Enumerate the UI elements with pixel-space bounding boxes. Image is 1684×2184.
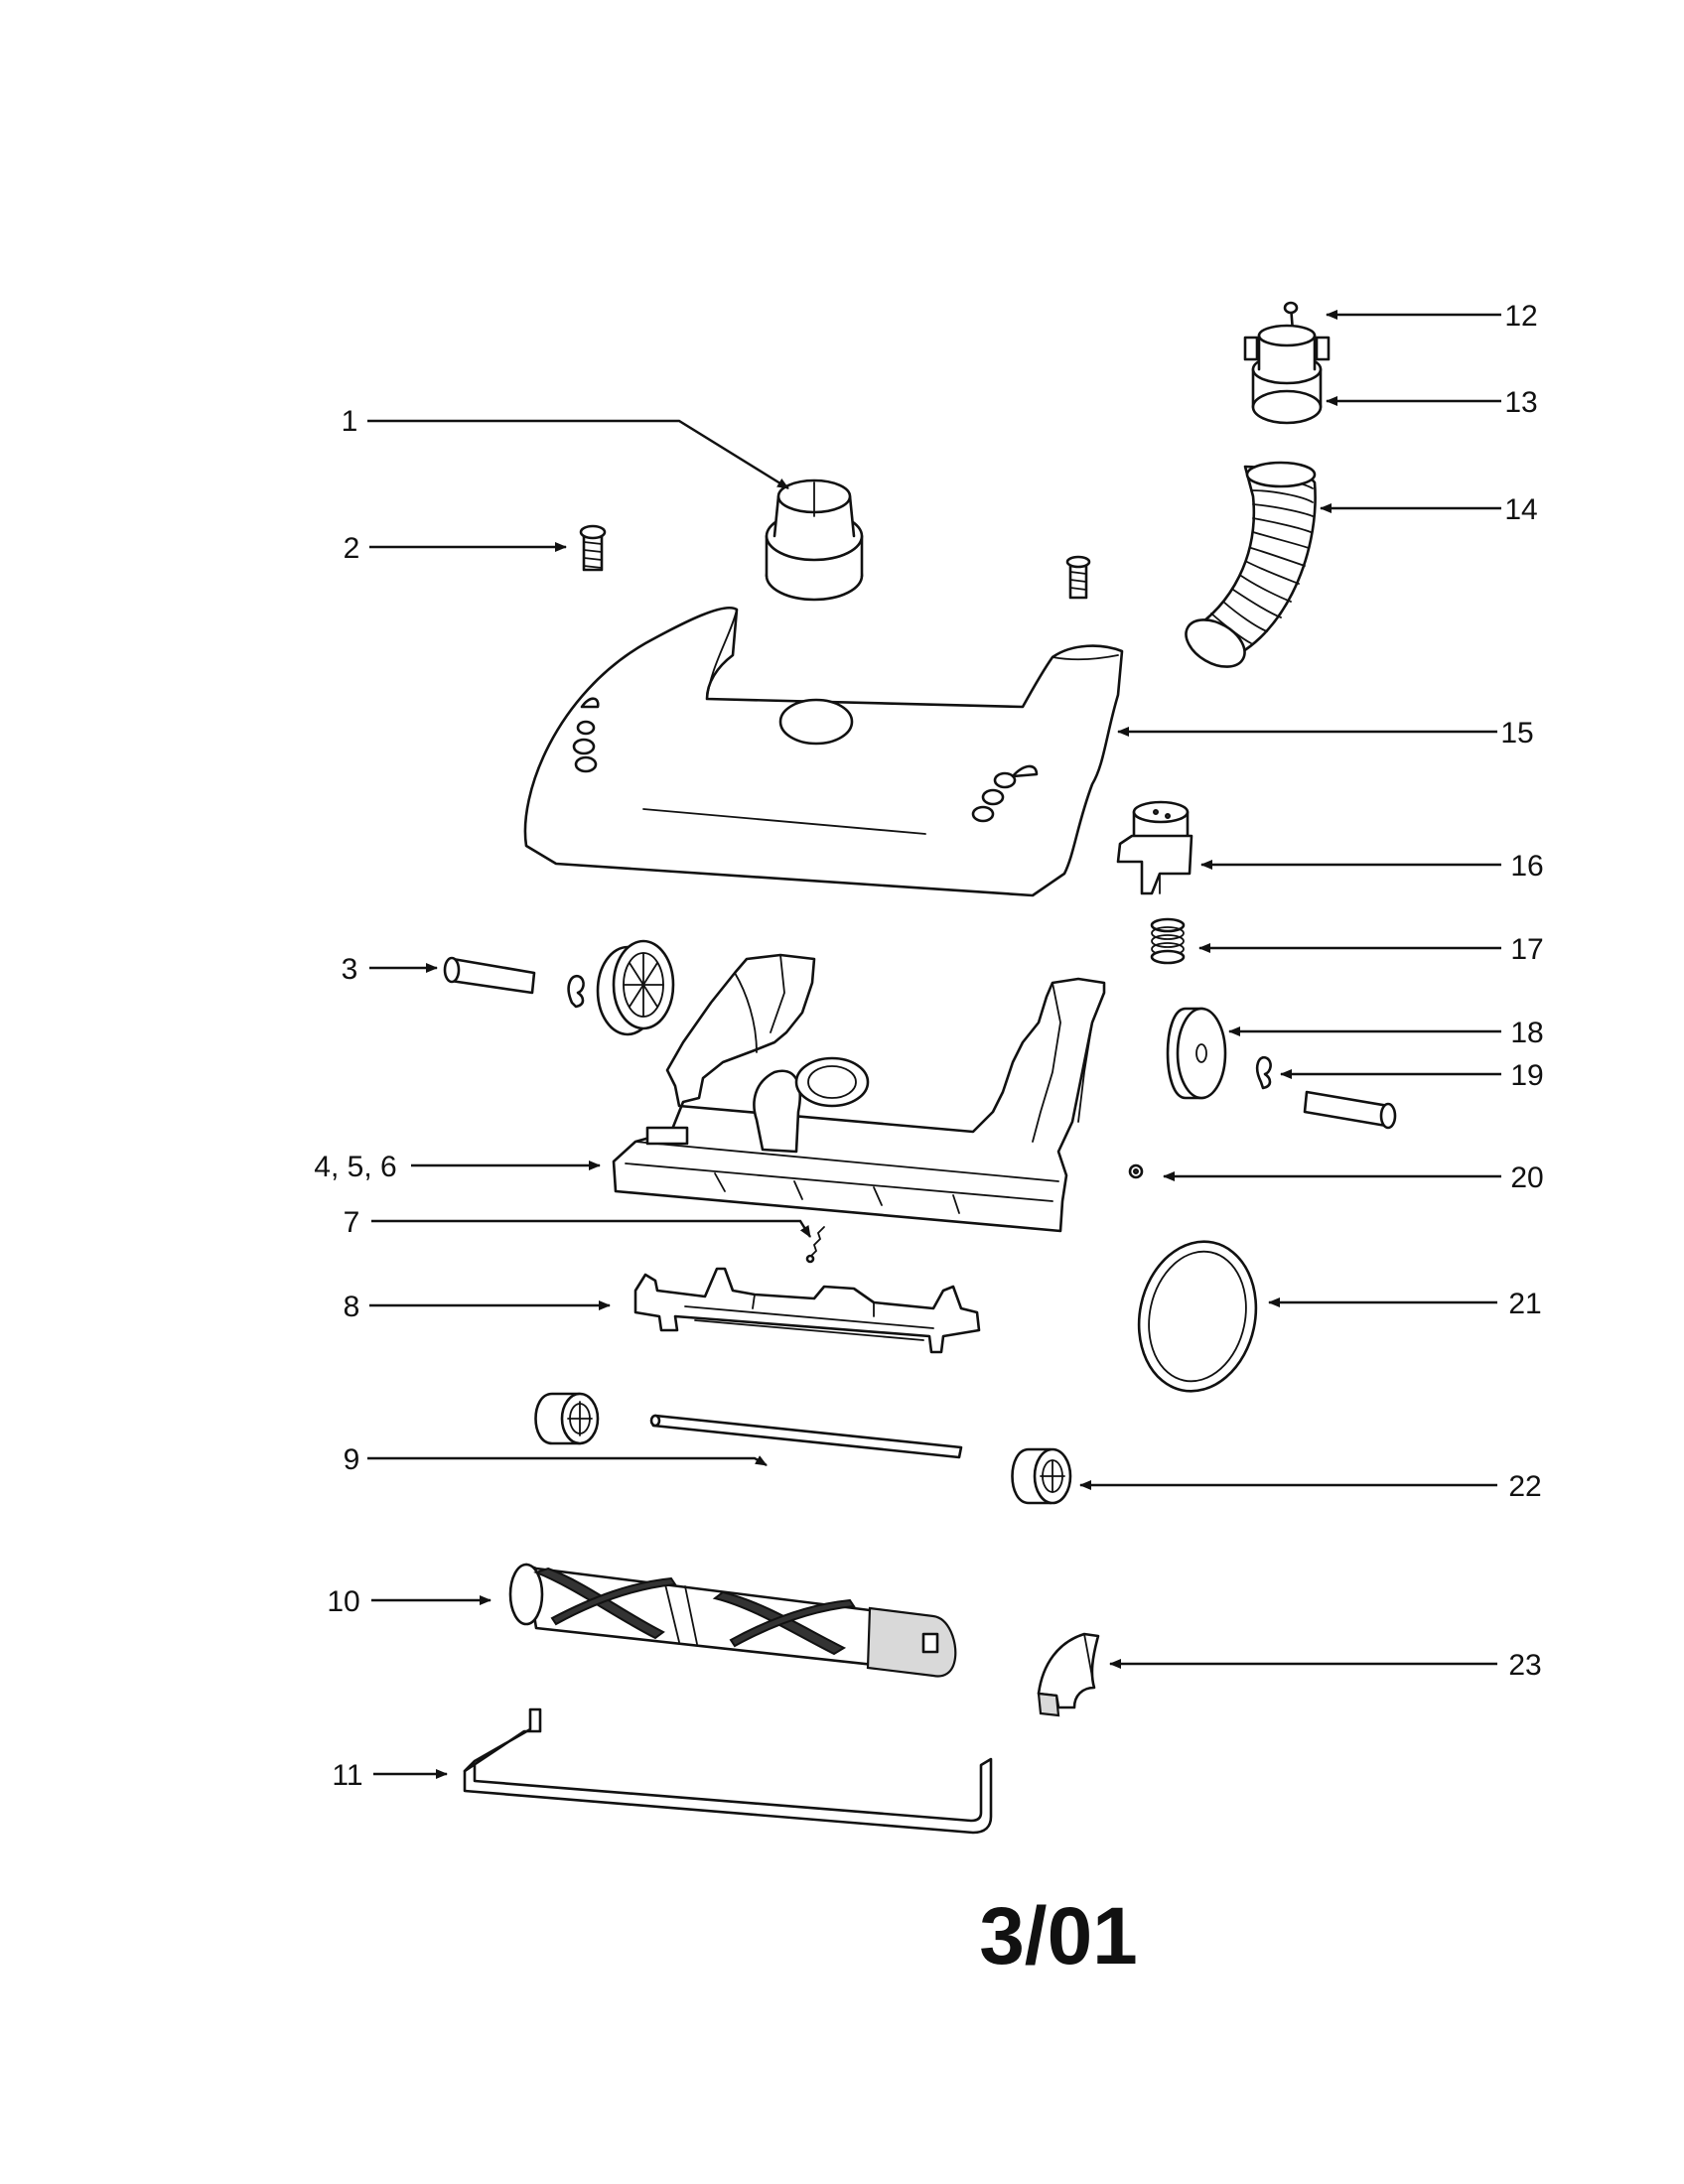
part-18-wheel — [1166, 1007, 1227, 1100]
part-8-bottom-bracket — [633, 1267, 981, 1354]
part-7-spring — [805, 1226, 825, 1264]
part-4-5-6-base-housing — [612, 953, 1106, 1233]
revision-date-code: 3/01 — [979, 1891, 1138, 1981]
part-21-drive-belt — [1137, 1240, 1258, 1393]
callout-labels: 1 2 3 4, 5, 6 7 8 9 10 11 12 13 14 15 16… — [314, 300, 1543, 1792]
callout-1: 1 — [342, 405, 358, 438]
part-14-flexible-hose — [1185, 461, 1317, 668]
callout-8: 8 — [344, 1291, 360, 1323]
part-9-shaft — [649, 1414, 963, 1459]
leader-lines — [367, 310, 1501, 1779]
callout-11: 11 — [332, 1759, 362, 1792]
part-3-axle — [443, 956, 536, 995]
part-20-nut — [1128, 1163, 1144, 1179]
part-11-bumper — [463, 1707, 993, 1835]
callout-17: 17 — [1510, 933, 1543, 966]
part-2-screw-pair — [1065, 555, 1091, 600]
part-left-wheel — [596, 939, 675, 1036]
part-17-spring — [1150, 917, 1186, 965]
callout-10: 10 — [327, 1585, 359, 1618]
callout-3: 3 — [342, 953, 358, 986]
part-13-hose-coupling — [1243, 324, 1331, 425]
callout-13: 13 — [1504, 386, 1537, 419]
part-19-clip — [1255, 1055, 1272, 1090]
callout-21: 21 — [1508, 1288, 1541, 1320]
callout-14: 14 — [1504, 493, 1537, 526]
part-axle-right — [1303, 1090, 1397, 1130]
callout-23: 23 — [1508, 1649, 1541, 1682]
part-22-end-cap — [1011, 1447, 1072, 1505]
callout-7: 7 — [344, 1206, 360, 1239]
part-10-brush-roll — [508, 1563, 957, 1678]
callout-22: 22 — [1508, 1470, 1541, 1503]
callout-4-5-6: 4, 5, 6 — [314, 1151, 396, 1183]
callout-16: 16 — [1510, 850, 1543, 883]
part-1-hose-adapter — [765, 478, 864, 602]
part-15-hood-cover — [523, 606, 1124, 897]
callout-9: 9 — [344, 1443, 360, 1476]
part-16-actuator — [1116, 800, 1193, 895]
part-2-screw — [579, 524, 607, 572]
callout-19: 19 — [1510, 1059, 1543, 1092]
part-clip-left — [567, 974, 585, 1009]
callout-15: 15 — [1500, 717, 1533, 750]
callout-12: 12 — [1504, 300, 1537, 333]
callout-20: 20 — [1510, 1161, 1543, 1194]
callout-2: 2 — [344, 532, 360, 565]
part-end-cap-left — [534, 1392, 600, 1445]
part-23-belt-guard — [1037, 1632, 1100, 1717]
callout-18: 18 — [1510, 1017, 1543, 1049]
